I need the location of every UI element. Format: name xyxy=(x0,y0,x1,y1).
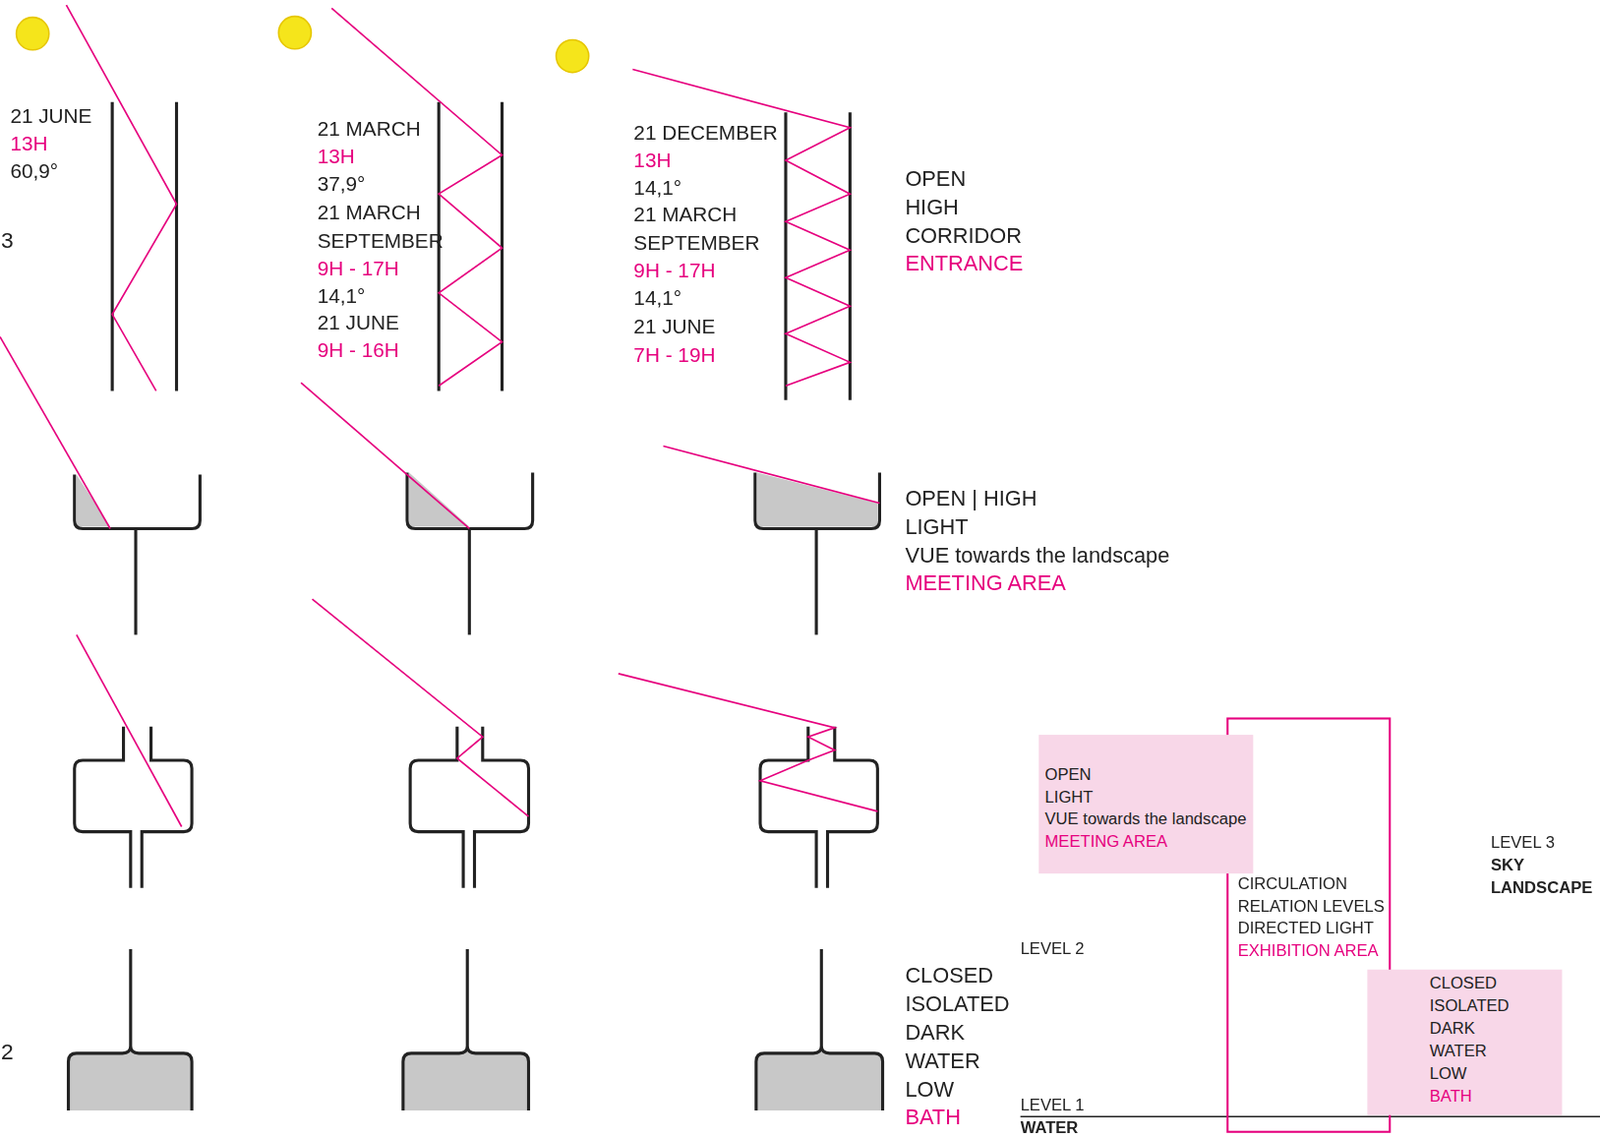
zone-text: OPEN xyxy=(1045,766,1092,783)
annotation-text: 7H - 19H xyxy=(633,345,715,366)
level-title: SKY xyxy=(1490,857,1525,875)
section-drawing xyxy=(783,112,787,401)
zone-text: VUE towards the landscape xyxy=(1045,811,1247,829)
zone-text: CLOSED xyxy=(1429,975,1497,993)
section-drawing xyxy=(175,102,178,392)
section-drawing xyxy=(65,4,850,391)
annotation-text: HIGH xyxy=(904,195,958,218)
zone-text: DIRECTED LIGHT xyxy=(1238,920,1374,938)
section-drawing xyxy=(662,445,880,503)
section-drawing xyxy=(68,948,193,1111)
annotation-text: 13H xyxy=(317,145,356,167)
zone-text: DARK xyxy=(1429,1020,1476,1038)
annotation-text: LEVEL 1 xyxy=(1020,1096,1085,1114)
annotation-text: LOW xyxy=(904,1078,954,1101)
section-drawing xyxy=(1020,1115,1600,1118)
annotation-text: DARK xyxy=(904,1021,965,1044)
annotation-text: BATH xyxy=(904,1106,961,1128)
section-drawing xyxy=(76,634,182,827)
section-drawing xyxy=(300,382,470,529)
zone-text: CIRCULATION xyxy=(1238,875,1348,892)
annotation-text: 21 JUNE xyxy=(317,312,400,334)
section-drawing xyxy=(312,598,530,817)
zone-text: RELATION LEVELS xyxy=(1238,897,1385,915)
annotation-text: VUE towards the landscape xyxy=(904,543,1170,566)
annotation-text: 60,9° xyxy=(9,160,59,181)
annotation-text: 14,1° xyxy=(633,288,682,309)
section-drawing xyxy=(410,726,529,889)
annotation-text: 21 JUNE xyxy=(9,105,92,126)
annotation-text: 21 MARCH xyxy=(317,201,421,223)
section-drawing xyxy=(74,726,192,889)
section-drawing xyxy=(0,336,880,529)
section-drawing xyxy=(618,673,879,812)
zone-text: WATER xyxy=(1429,1042,1487,1060)
section-drawing xyxy=(68,948,884,1111)
annotation-text: SEPTEMBER xyxy=(633,233,760,254)
annotation-text: 13H xyxy=(9,132,48,154)
annotation-text: SEPTEMBER xyxy=(317,231,444,252)
level-title: WATER xyxy=(1020,1119,1079,1136)
annotation-text: 21 MARCH xyxy=(633,204,737,226)
section-drawing xyxy=(111,102,115,392)
section-drawing xyxy=(403,948,530,1111)
annotation-text: 9H - 16H xyxy=(317,340,400,361)
section-drawing xyxy=(133,528,137,635)
annotation-text: 9H - 17H xyxy=(317,258,400,280)
section-drawing xyxy=(757,472,878,527)
section-drawing xyxy=(65,4,177,391)
section-drawing xyxy=(755,472,881,529)
zone-box: CLOSED ISOLATED DARK WATER LOW BATH xyxy=(1366,969,1561,1115)
annotation-text: ENTRANCE xyxy=(904,251,1023,274)
annotation-text: CLOSED xyxy=(904,964,994,987)
section-drawing xyxy=(76,472,879,527)
sun-symbol xyxy=(278,16,311,50)
section-drawing xyxy=(74,474,201,529)
annotation-text: 21 JUNE xyxy=(633,316,715,338)
annotation-text: 21 DECEMBER xyxy=(633,122,777,144)
zone-text: LIGHT xyxy=(1045,788,1094,806)
section-drawing xyxy=(16,16,590,73)
section-drawing xyxy=(76,598,879,827)
section-drawing xyxy=(74,726,879,889)
annotation-text: LEVEL 2 xyxy=(1020,941,1085,958)
section-drawing xyxy=(815,528,819,635)
annotation-text: ISOLATED xyxy=(904,993,1009,1015)
section-drawing xyxy=(112,102,850,401)
annotation-text: 13H xyxy=(633,150,671,172)
annotation-text: OPEN | HIGH xyxy=(904,486,1037,509)
section-drawing xyxy=(468,528,472,635)
zone-text: MEETING AREA xyxy=(1045,833,1169,851)
zone-box: OPEN LIGHT VUE towards the landscapeMEETIN… xyxy=(1038,734,1253,873)
annotation-text: LIGHT xyxy=(904,515,968,537)
annotation-text: 9H - 17H xyxy=(633,260,715,282)
section-drawing xyxy=(632,69,850,387)
section-drawing xyxy=(407,472,534,529)
section-drawing xyxy=(409,472,470,527)
annotation-text: WATER xyxy=(904,1050,980,1072)
zone-text: EXHIBITION AREA xyxy=(1238,943,1379,960)
annotation-text: 14,1° xyxy=(633,177,682,199)
zone-text: BATH xyxy=(1429,1087,1473,1105)
annotation-text: LEVEL 3 xyxy=(1490,834,1555,852)
annotation-text: MEETING AREA xyxy=(904,571,1066,593)
annotation-text: 2 xyxy=(0,1040,14,1064)
sun-symbol xyxy=(556,39,590,72)
annotation-text: 21 MARCH xyxy=(317,118,421,139)
section-drawing xyxy=(756,948,884,1111)
annotation-text: 37,9° xyxy=(317,173,366,194)
section-drawing xyxy=(74,472,881,635)
level-title: LANDSCAPE xyxy=(1490,879,1593,896)
annotation-text: 14,1° xyxy=(317,286,366,307)
annotation-text: CORRIDOR xyxy=(904,224,1022,246)
annotation-text: 3 xyxy=(0,229,14,252)
sun-symbol xyxy=(16,17,50,51)
section-drawing xyxy=(0,336,111,529)
zone-text: ISOLATED xyxy=(1429,998,1510,1015)
zone-text: LOW xyxy=(1429,1065,1468,1082)
annotation-text: OPEN xyxy=(904,167,966,189)
section-drawing xyxy=(848,112,852,401)
